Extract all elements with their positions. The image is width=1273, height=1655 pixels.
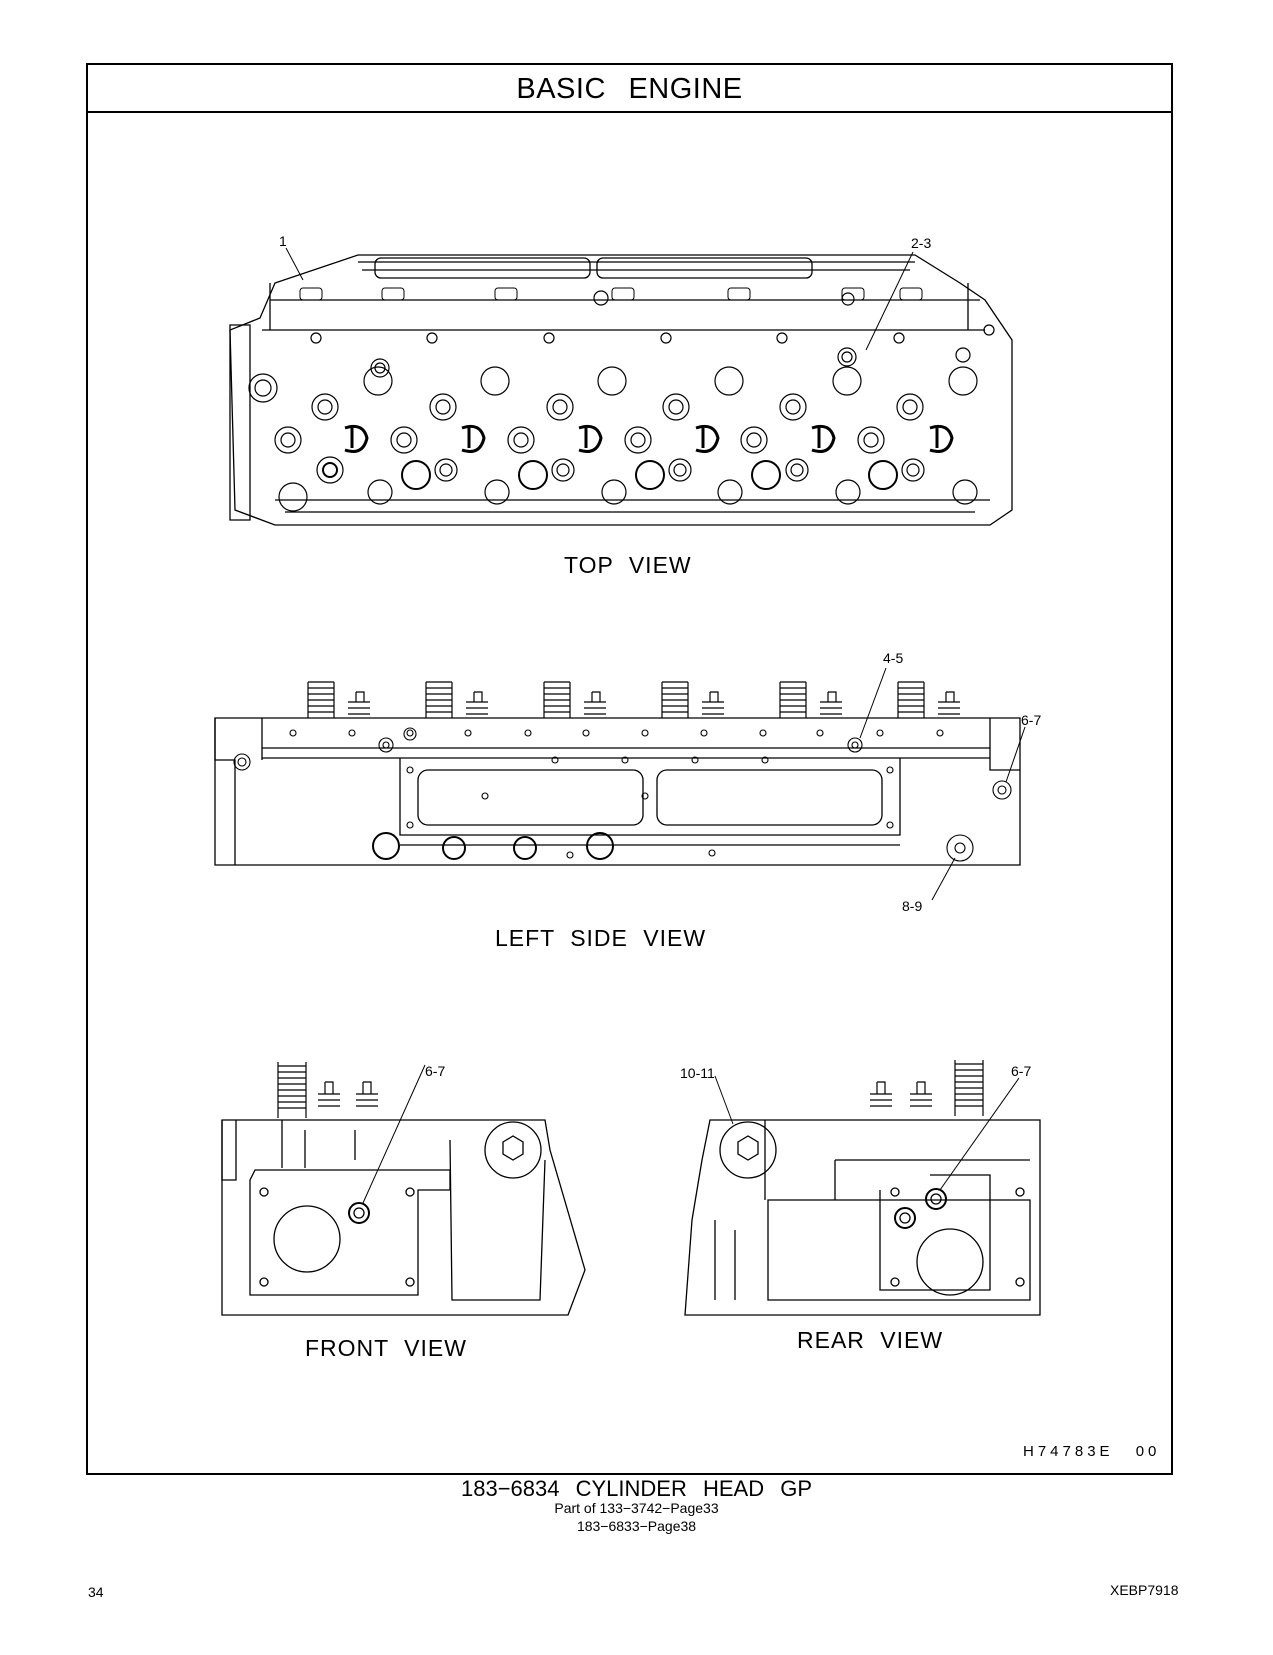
caption-title: 183−6834 CYLINDER HEAD GP [461,1476,812,1501]
callout-10-11: 10-11 [680,1065,715,1081]
rear-view-drawing [684,1060,1041,1316]
callout-2-3: 2-3 [911,235,932,251]
callout-1: 1 [279,233,287,249]
left-side-view-drawing [214,667,1026,901]
caption-reference-1: Part of 133−3742−Page33 [554,1500,719,1516]
top-view-drawing [229,247,1013,526]
top-view-label: TOP VIEW [564,552,692,578]
caption-reference-2: 183−6833−Page38 [576,1518,697,1534]
callout-6-7-rear: 6-7 [1011,1063,1032,1079]
callout-4-5: 4-5 [883,650,904,666]
spring-group [307,681,370,718]
callout-6-7-front: 6-7 [425,1063,446,1079]
illustration-frame: BASIC ENGINE [86,63,1173,1475]
rear-view-label: REAR VIEW [797,1327,944,1353]
illustration-id: H74783E 00 [1023,1443,1161,1460]
page-title: BASIC ENGINE [516,73,743,105]
callout-8-9: 8-9 [902,898,923,914]
front-view-label: FRONT VIEW [305,1335,467,1361]
front-view-drawing [221,1062,586,1316]
callout-6-7-left: 6-7 [1021,712,1042,728]
title-bar: BASIC ENGINE [88,65,1171,113]
page-number: 34 [88,1584,104,1600]
left-side-view-label: LEFT SIDE VIEW [495,925,707,951]
document-code: XEBP7918 [1110,1582,1179,1598]
